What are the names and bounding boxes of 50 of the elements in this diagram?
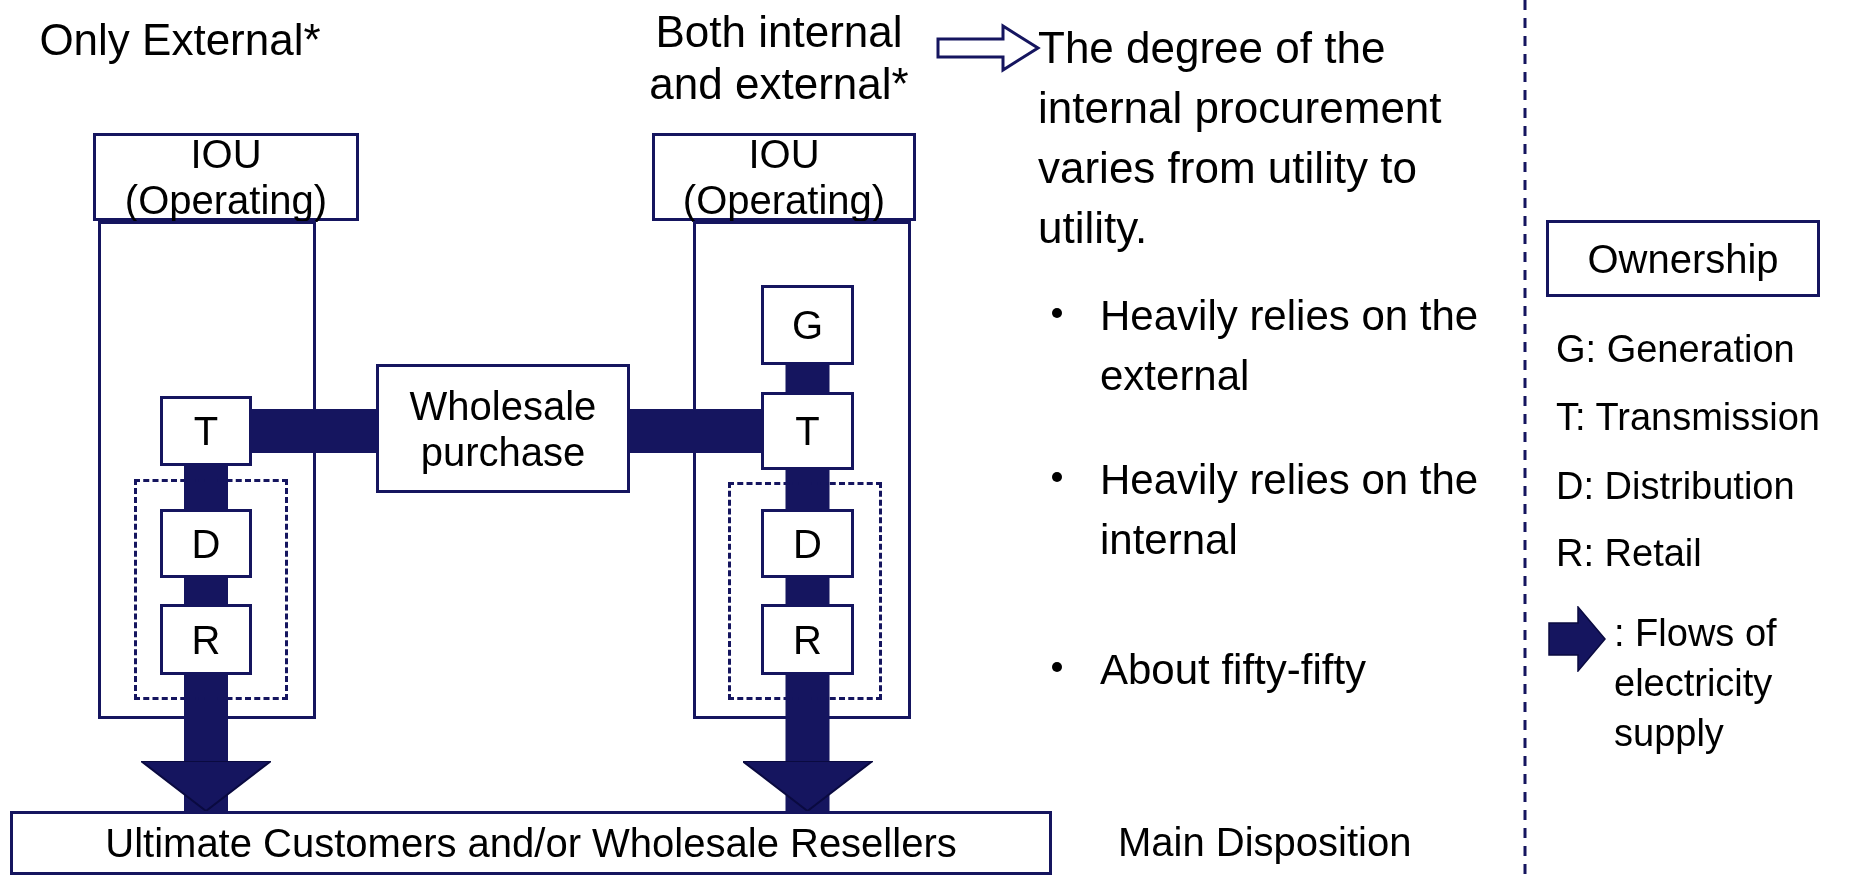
process-box [376, 364, 630, 493]
letter-box [761, 604, 854, 675]
legend-text: D: Distribution [1556, 465, 1795, 508]
box-label: T [795, 408, 820, 454]
flow-bar [252, 409, 376, 453]
box-label: IOU (Operating) [681, 131, 887, 223]
ownership-outline [693, 221, 911, 719]
hollow-arrow [936, 23, 1041, 73]
heading-text: Only External* [30, 14, 330, 74]
box-label: G [791, 302, 824, 348]
flow-arrow [140, 675, 272, 812]
box-label: IOU (Operating) [123, 131, 329, 223]
letter-box [761, 509, 854, 578]
letter-box [761, 285, 854, 365]
legend-text: R: Retail [1556, 532, 1702, 575]
box-label: R [793, 616, 822, 663]
letter-box [160, 396, 252, 466]
row-label: Main Disposition [1118, 820, 1412, 865]
dashed-group-outline [134, 479, 288, 700]
legend-text: : Flows of electricity supply [1614, 611, 1778, 756]
box-label: T [193, 408, 219, 454]
flow-bar [184, 578, 228, 604]
legend-text: G: Generation [1556, 328, 1795, 371]
box-label: R [191, 616, 221, 663]
flow-bar [630, 409, 761, 453]
flow-bar [184, 466, 228, 509]
legend-title-box [1546, 220, 1820, 297]
bullet-text: About fifty-fifty [1100, 645, 1368, 695]
process-box [10, 811, 1052, 875]
flow-bar [785, 470, 830, 509]
flow-bar [785, 365, 830, 392]
utility-box [93, 133, 359, 221]
bullet-text: Heavily relies on the internal [1100, 455, 1480, 565]
letter-box [160, 604, 252, 675]
box-label: Wholesale purchase [408, 382, 598, 475]
letter-box [761, 392, 854, 470]
box-label: D [191, 520, 221, 567]
heading-text: Both internal and external* [620, 6, 938, 122]
dashed-group-outline [728, 482, 882, 700]
letter-box [160, 509, 252, 578]
flow-arrow [741, 675, 874, 812]
box-label: Ultimate Customers and/or Wholesale Resellers [105, 820, 957, 866]
utility-box [652, 133, 916, 221]
legend-text: T: Transmission [1556, 396, 1820, 439]
bullet-text: Heavily relies on the external [1100, 291, 1480, 401]
flow-bar [785, 578, 830, 604]
ownership-outline [98, 221, 316, 719]
box-label: Ownership [1587, 235, 1779, 282]
note-text: The degree of the internal procurement varies from utility to utility. [1038, 22, 1443, 254]
box-label: D [793, 520, 822, 567]
